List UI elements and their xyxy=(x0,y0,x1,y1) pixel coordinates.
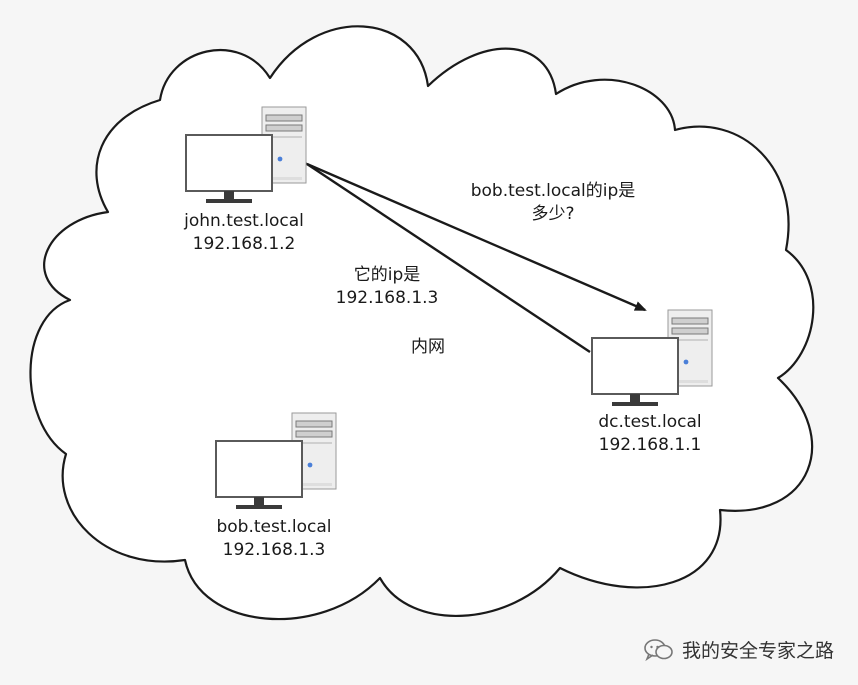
wechat-icon xyxy=(644,638,673,661)
request-line-2: 多少? xyxy=(531,204,575,224)
hostname: bob.test.local xyxy=(216,517,332,537)
hostname: john.test.local xyxy=(184,211,304,231)
response-line-2: 192.168.1.3 xyxy=(335,288,439,308)
node-label-dc: dc.test.local 192.168.1.1 xyxy=(598,411,701,457)
ip-address: 192.168.1.2 xyxy=(192,234,296,254)
request-line-1: bob.test.local的ip是 xyxy=(470,181,636,201)
ip-address: 192.168.1.1 xyxy=(598,435,702,455)
watermark-text: 我的安全专家之路 xyxy=(681,640,834,662)
node-label-bob: bob.test.local 192.168.1.3 xyxy=(216,516,331,562)
ip-address: 192.168.1.3 xyxy=(222,540,326,560)
response-arrow-line xyxy=(306,163,591,353)
response-message: 它的ip是 192.168.1.3 xyxy=(336,264,439,310)
request-message: bob.test.local的ip是 多少? xyxy=(471,180,636,226)
watermark: 我的安全专家之路 xyxy=(644,636,834,663)
request-arrow-line xyxy=(295,155,647,312)
response-line-1: 它的ip是 xyxy=(353,265,421,285)
region-label: 内网 xyxy=(411,337,445,357)
node-label-john: john.test.local 192.168.1.2 xyxy=(184,210,304,256)
hostname: dc.test.local xyxy=(598,412,702,432)
